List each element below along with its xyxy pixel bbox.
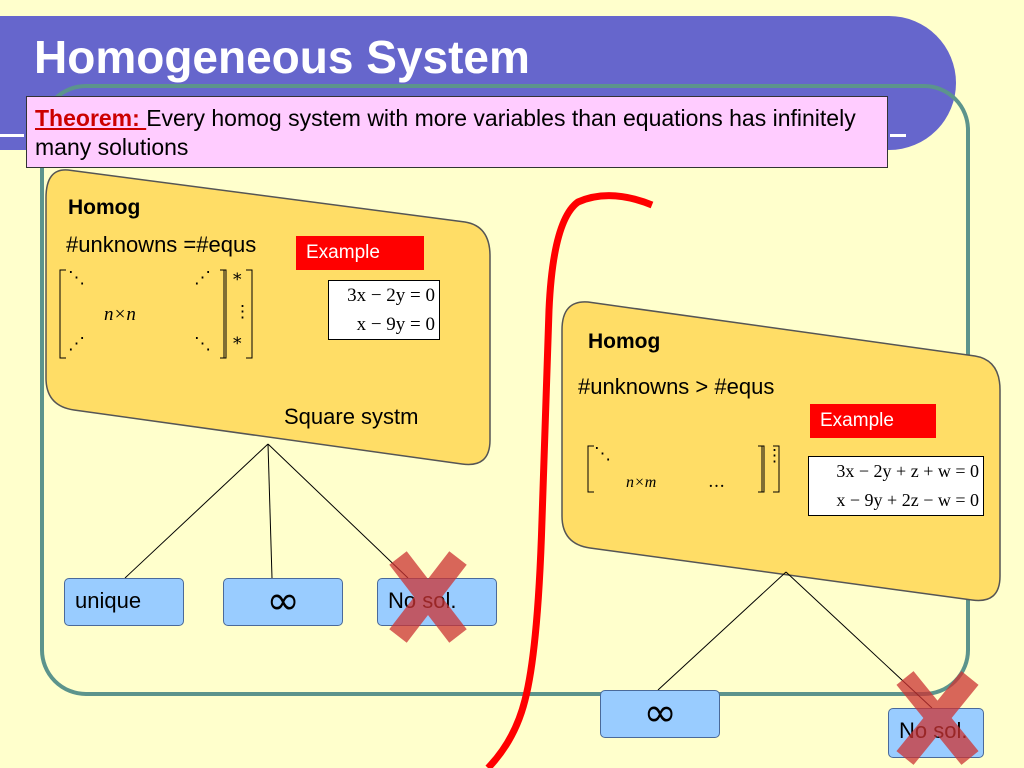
right-tree-lines	[657, 571, 933, 709]
outcome-infinite-left: ∞	[223, 578, 343, 626]
band-divider-left	[0, 134, 24, 137]
outcome-unique: unique	[64, 578, 184, 626]
right-example-tag: Example	[810, 404, 936, 438]
theorem-text: Every homog system with more variables t…	[35, 105, 856, 160]
divider-curve	[485, 192, 654, 768]
left-equation-2: x − 9y = 0	[356, 314, 435, 335]
outcome-no-solution-right: No sol.	[888, 708, 984, 758]
left-example-equations: 3x − 2y = 0 x − 9y = 0	[328, 280, 440, 340]
left-tree-lines	[124, 443, 409, 579]
right-example-equations: 3x − 2y + z + w = 0 x − 9y + 2z − w = 0	[808, 456, 984, 516]
left-matrix-star-top: *	[233, 270, 242, 290]
left-equation-1: 3x − 2y = 0	[347, 285, 435, 306]
right-case-condition: #unknowns > #equs	[578, 374, 775, 399]
left-matrix-label: n×n	[104, 304, 136, 325]
right-matrix-vdots: ⋮	[766, 446, 783, 466]
right-matrix-ddots: ⋱	[594, 444, 611, 464]
slide-title: Homogeneous System	[34, 31, 530, 83]
right-case-heading: Homog	[588, 330, 661, 353]
left-case-condition: #unknowns =#equs	[66, 232, 257, 257]
outcome-no-solution-left: No sol.	[377, 578, 497, 626]
left-matrix-ddots-bottom: ⋱	[194, 334, 211, 354]
outcome-infinite-right: ∞	[600, 690, 720, 738]
right-equation-1: 3x − 2y + z + w = 0	[836, 461, 979, 481]
left-matrix-udots-top: ⋰	[194, 268, 211, 288]
left-matrix-brackets	[59, 269, 253, 359]
left-matrix-udots-bottom: ⋰	[68, 334, 85, 354]
band-divider-right	[890, 134, 906, 137]
left-matrix-star-bottom: *	[233, 334, 242, 354]
left-matrix-ddots-top: ⋱	[68, 268, 85, 288]
left-case-heading: Homog	[68, 196, 141, 219]
right-matrix-brackets	[587, 445, 780, 493]
right-matrix-label: n×m	[626, 474, 657, 491]
right-case-panel	[561, 301, 1001, 602]
right-matrix-ellipsis: …	[708, 472, 725, 492]
left-matrix-vdots: ⋮	[234, 302, 251, 322]
theorem-label: Theorem:	[35, 105, 147, 131]
right-equation-2: x − 9y + 2z − w = 0	[836, 490, 979, 510]
left-example-tag: Example	[296, 236, 424, 270]
theorem-box: Theorem: Every homog system with more va…	[26, 96, 888, 168]
left-case-note: Square systm	[284, 404, 419, 429]
